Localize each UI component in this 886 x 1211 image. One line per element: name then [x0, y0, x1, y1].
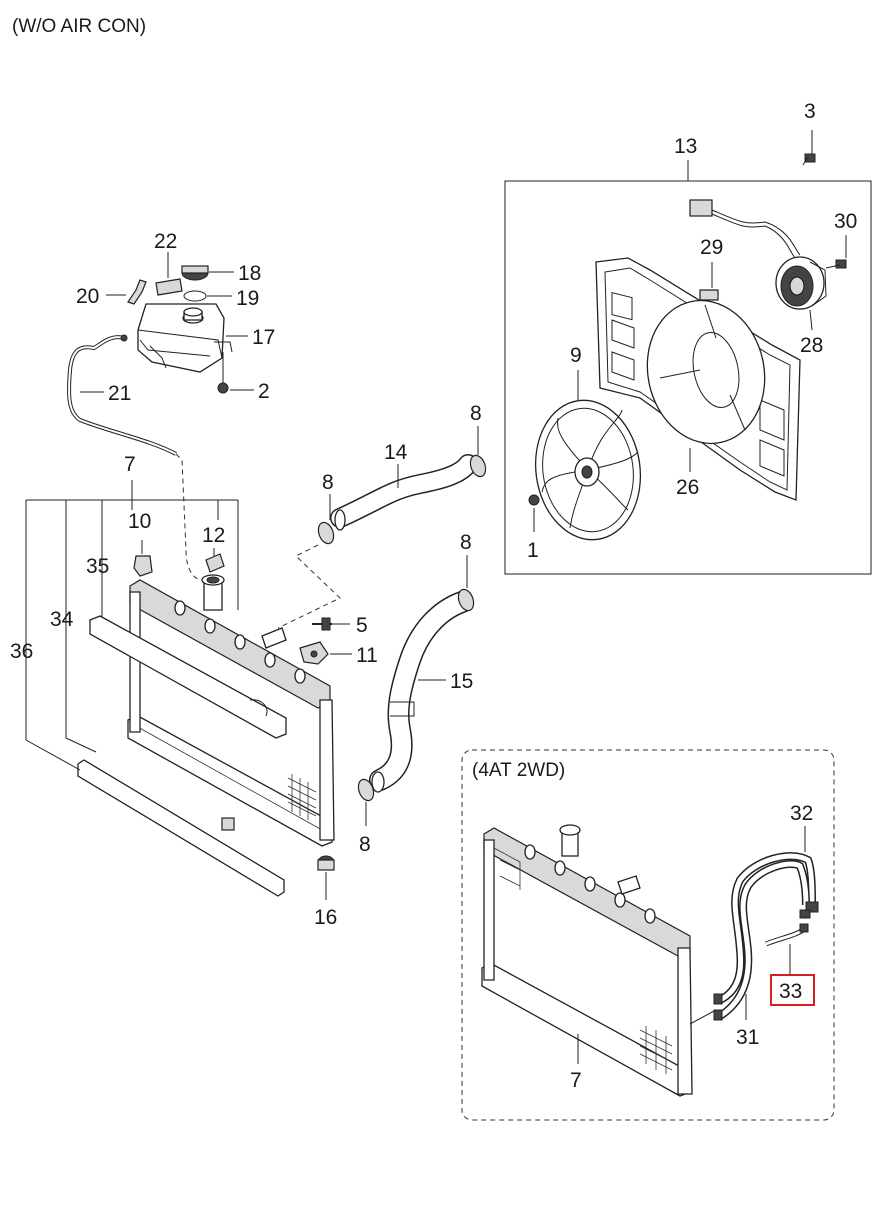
bracket-11[interactable]: [299, 641, 329, 665]
hose-clamp-8b[interactable]: [468, 453, 489, 478]
inset-4at-2wd: (4AT 2WD): [461, 749, 835, 1121]
motor-harness[interactable]: [689, 199, 801, 259]
callout-17[interactable]: 17: [252, 326, 275, 349]
hoses-group: 14 8 8 15 8 8: [277, 402, 489, 856]
inset-frame: [461, 749, 835, 1121]
callout-7[interactable]: 7: [124, 453, 136, 476]
callout-13[interactable]: 13: [674, 135, 697, 158]
upper-hose-14[interactable]: [330, 454, 478, 531]
callout-16[interactable]: 16: [314, 906, 337, 929]
screw-3[interactable]: [802, 153, 816, 166]
lower-seal-34[interactable]: [77, 759, 285, 897]
label-29[interactable]: [699, 289, 719, 301]
mount-bushing-lower[interactable]: [221, 817, 235, 831]
overflow-hose-20[interactable]: [127, 279, 147, 305]
clip-10[interactable]: [133, 540, 153, 577]
seal-19[interactable]: [183, 290, 207, 302]
hose-fitting-32[interactable]: [799, 901, 819, 919]
callout-10[interactable]: 10: [128, 510, 151, 533]
callout-11[interactable]: 11: [356, 644, 378, 667]
callout-30[interactable]: 30: [834, 210, 857, 233]
bolt-2[interactable]: [217, 352, 229, 394]
callout-26[interactable]: 26: [676, 476, 699, 499]
callout-8c[interactable]: 8: [460, 531, 472, 554]
hose-clamp-8a[interactable]: [316, 520, 337, 545]
caution-label-22[interactable]: [155, 278, 183, 296]
callout-22[interactable]: 22: [154, 230, 177, 253]
cooler-line-33[interactable]: [765, 923, 809, 947]
callout-3[interactable]: 3: [804, 100, 816, 123]
hose-clamp-8c[interactable]: [456, 587, 477, 612]
fan-motor[interactable]: [775, 256, 827, 310]
callout-7-inset[interactable]: 7: [570, 1069, 582, 1092]
callout-29[interactable]: 29: [700, 236, 723, 259]
callout-9[interactable]: 9: [570, 344, 582, 367]
callout-8a[interactable]: 8: [322, 471, 334, 494]
callout-2[interactable]: 2: [258, 380, 270, 403]
screw-30[interactable]: [825, 259, 847, 269]
callout-32[interactable]: 32: [790, 802, 813, 825]
callout-34[interactable]: 34: [50, 608, 74, 631]
air-guard-35[interactable]: [89, 615, 287, 739]
callout-33[interactable]: 33: [779, 980, 802, 1003]
callout-8d[interactable]: 8: [359, 833, 371, 856]
callout-15[interactable]: 15: [450, 670, 473, 693]
bolt-5[interactable]: [312, 617, 332, 631]
callout-8b[interactable]: 8: [470, 402, 482, 425]
cap-label-12[interactable]: [205, 553, 225, 573]
callout-35[interactable]: 35: [86, 555, 109, 578]
callout-36[interactable]: 36: [10, 640, 33, 663]
reservoir-tank-17[interactable]: [137, 303, 233, 373]
callout-5[interactable]: 5: [356, 614, 368, 637]
callout-20[interactable]: 20: [76, 285, 99, 308]
mount-bushing-16[interactable]: [317, 855, 335, 871]
reservoir-group: 22 18 19 20 17: [67, 230, 275, 583]
variant-title: (W/O AIR CON): [12, 16, 146, 37]
hose-21[interactable]: [120, 334, 128, 342]
main-radiator-group: 7 10 12 35 34 36: [10, 453, 378, 929]
lower-hose-15[interactable]: [369, 591, 473, 793]
callout-1[interactable]: 1: [527, 539, 539, 562]
callout-28[interactable]: 28: [800, 334, 823, 357]
highlight-box-33: [770, 974, 815, 1006]
hose-clamp-8d[interactable]: [356, 777, 377, 802]
callout-19[interactable]: 19: [236, 287, 259, 310]
callout-18[interactable]: 18: [238, 262, 261, 285]
reservoir-cap-18[interactable]: [181, 265, 209, 281]
fan-shroud[interactable]: [595, 257, 801, 501]
fan-assembly-group: 13: [504, 100, 872, 575]
callout-12[interactable]: 12: [202, 524, 225, 547]
callout-31[interactable]: 31: [736, 1026, 759, 1049]
nut-1[interactable]: [528, 494, 540, 506]
inset-title: (4AT 2WD): [472, 760, 565, 781]
inset-radiator-core[interactable]: [481, 824, 693, 1097]
callout-14[interactable]: 14: [384, 441, 408, 464]
callout-21[interactable]: 21: [108, 382, 131, 405]
oil-cooler-hose-31[interactable]: [713, 852, 816, 1021]
fan-blade[interactable]: [527, 393, 649, 546]
